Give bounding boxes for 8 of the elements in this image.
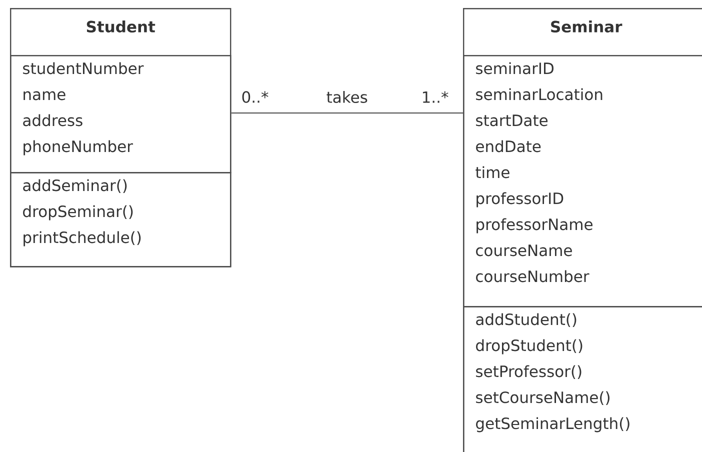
class-compartment: seminarID seminarLocation startDate endDate time professorID professorName courseName courseNumber	[463, 55, 702, 308]
multiplicity-label: 1..*	[422, 91, 448, 103]
class-compartment: addStudent() dropStudent() setProfessor() setCourseName() getSeminarLength()	[463, 306, 702, 452]
association-line	[231, 112, 463, 114]
multiplicity-label: 0..*	[242, 91, 268, 103]
class-compartment: studentNumber name address phoneNumber	[10, 55, 232, 174]
edge-label: takes	[326, 91, 368, 103]
class-compartment: addSeminar() dropSeminar() printSchedule()	[10, 172, 232, 268]
